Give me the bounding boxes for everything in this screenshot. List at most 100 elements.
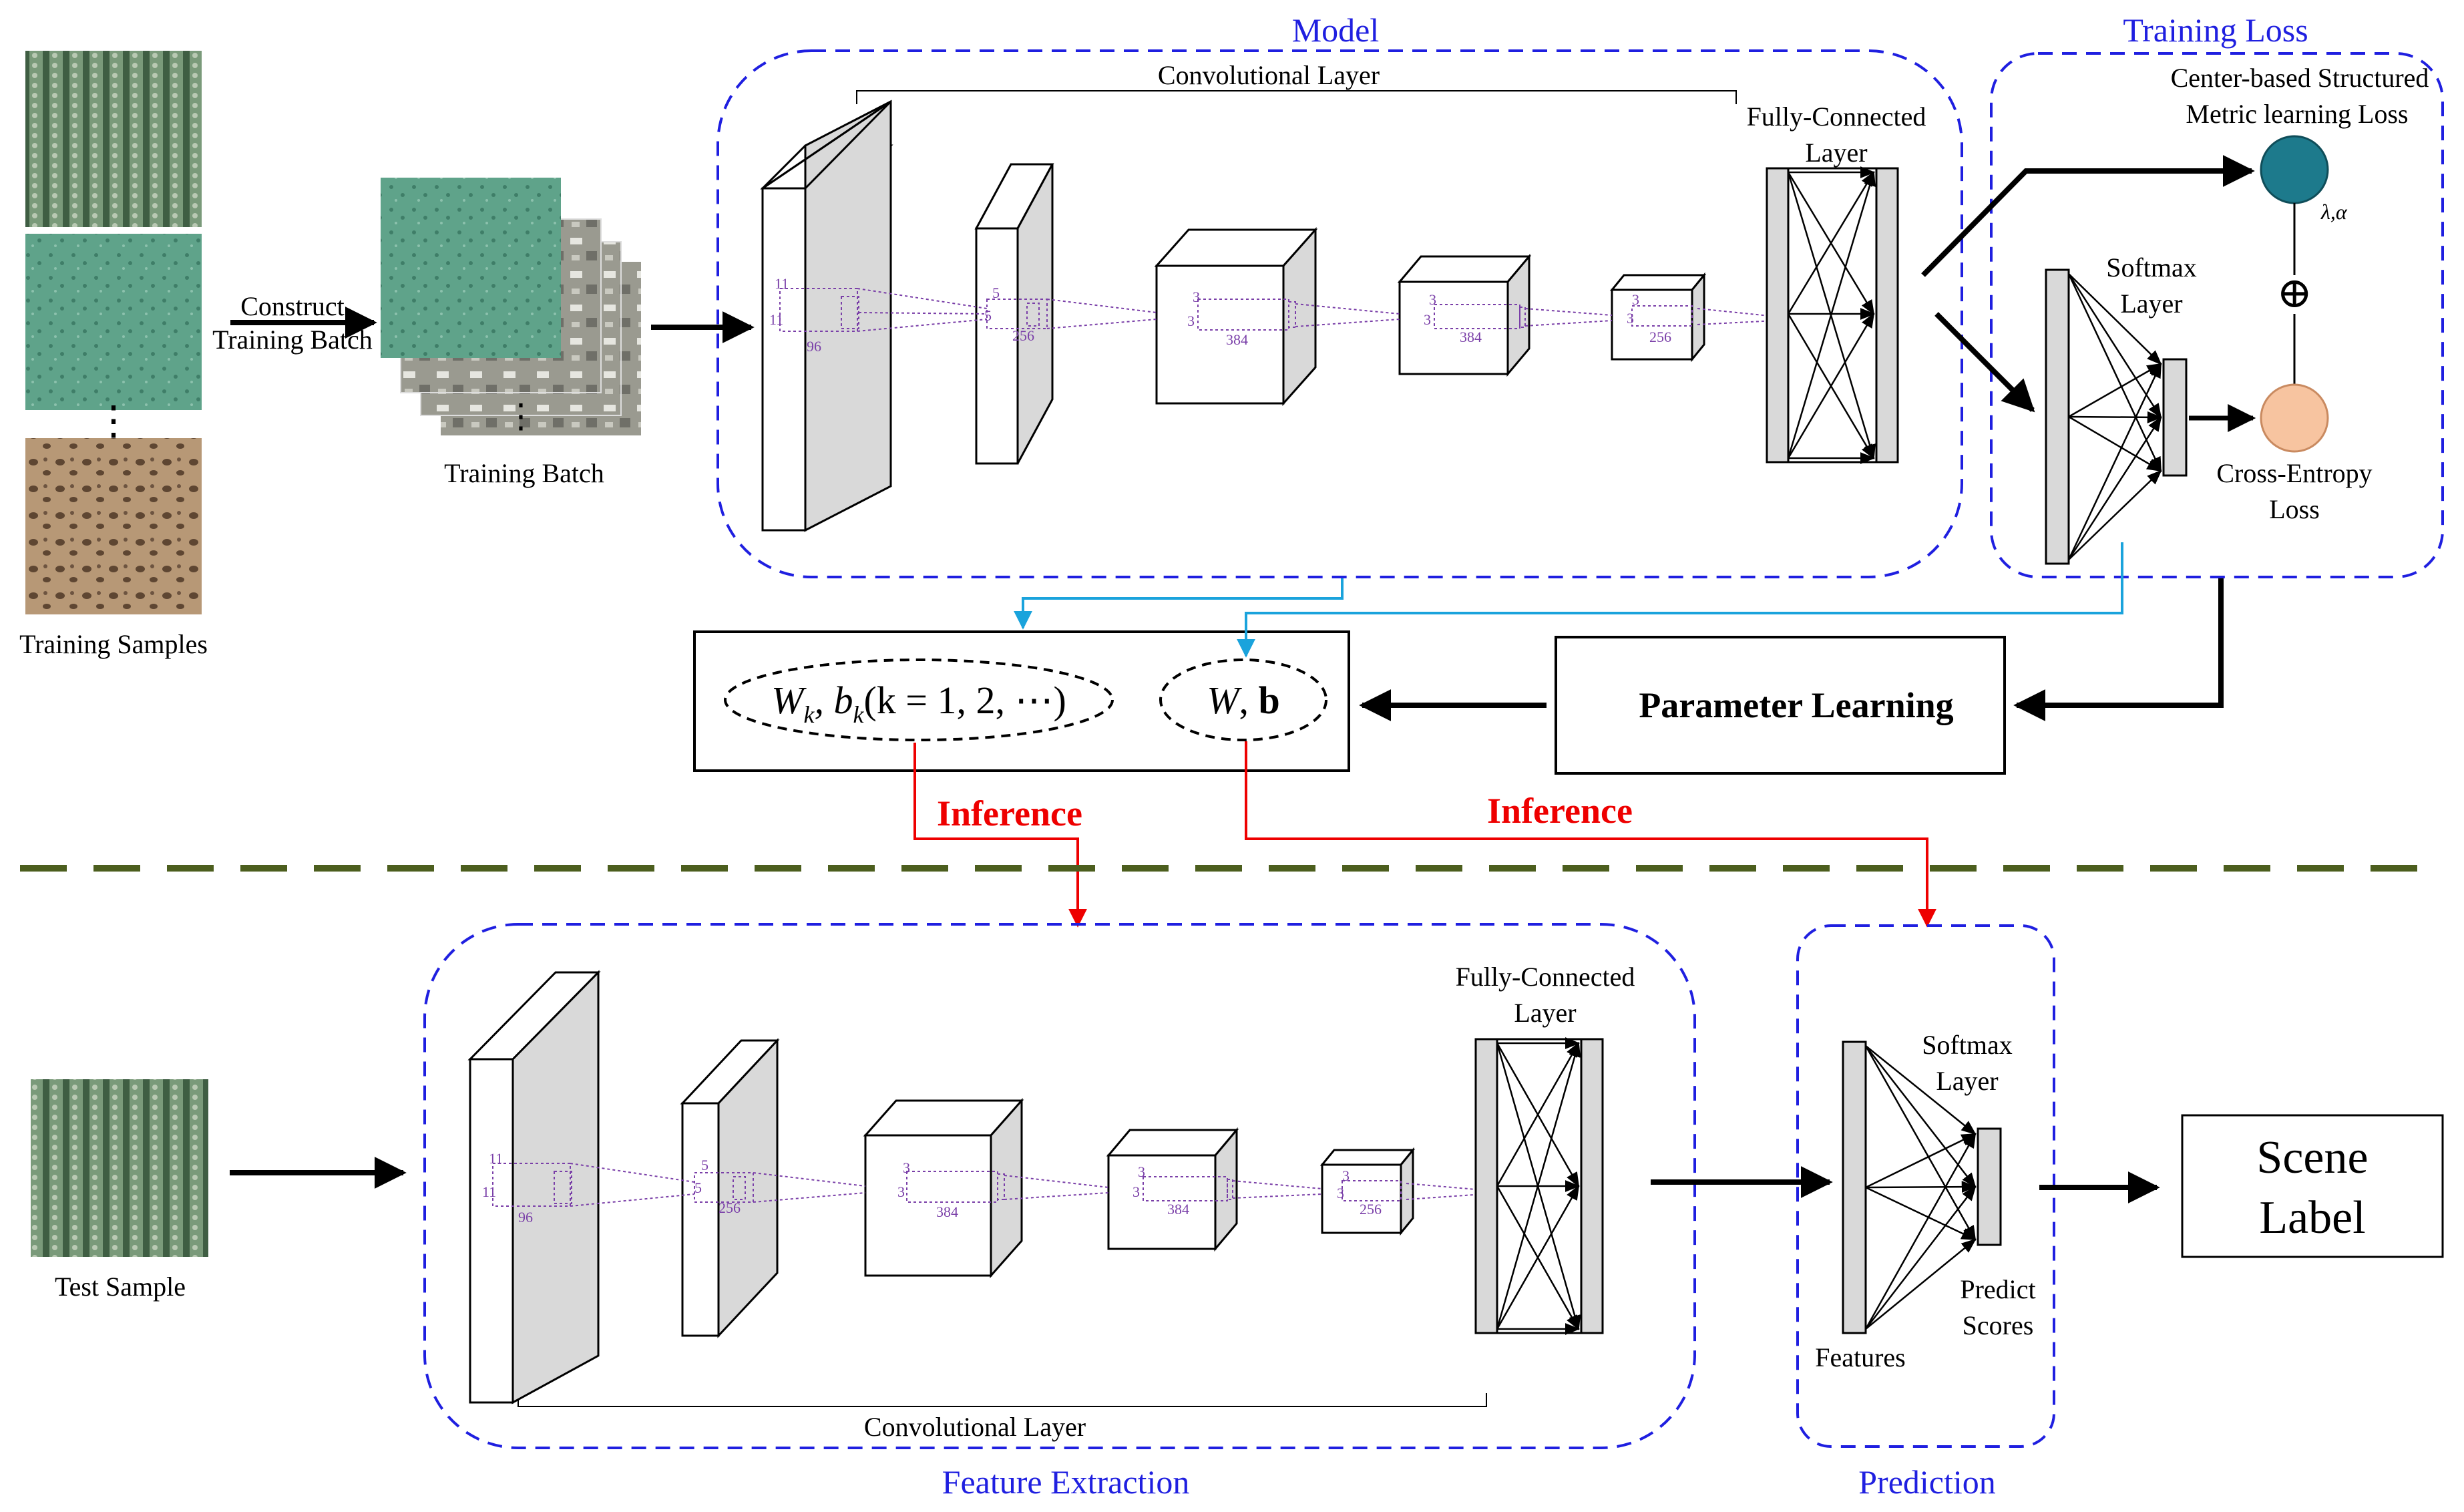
parameter-learning-box: Parameter Learning (1555, 636, 2006, 775)
pred-softmax-label-1: Softmax (1922, 1030, 2013, 1060)
test-conv-bracket (518, 1393, 1487, 1407)
conv-block-5 (1609, 272, 1707, 363)
construct-label: Construct (240, 291, 345, 321)
test-kernel-dim-labels: 11 11 96 5 5 256 3 3 384 3 3 384 3 3 256 (482, 1150, 1382, 1225)
w-b-formula: W, b (1207, 679, 1280, 722)
training-batch: ⋮ Training Batch (381, 178, 641, 488)
svg-text:Fully-Connected: Fully-Connected (1456, 962, 1635, 992)
training-loss-group: Training Loss Center-based Structured Me… (1990, 11, 2444, 578)
scores-layer (1977, 1127, 2002, 1246)
softmax-label-2: Layer (2120, 289, 2182, 319)
svg-text:3: 3 (1627, 310, 1634, 327)
scene-label-line-2: Label (2259, 1192, 2365, 1244)
conv-layer-label: Convolutional Layer (1158, 60, 1380, 90)
softmax-to-wb-cyan (1237, 542, 2123, 658)
svg-text:11: 11 (769, 311, 783, 328)
model-to-params-cyan (1014, 578, 1344, 630)
svg-text:Fully-Connected: Fully-Connected (1747, 102, 1926, 132)
kernel-dim-labels: 11 11 96 5 5 256 3 3 384 3 3 384 3 3 256 (769, 275, 1671, 355)
conv-layer-bracket (856, 90, 1737, 104)
training-loss-title: Training Loss (2123, 11, 2308, 49)
svg-text:3: 3 (1138, 1163, 1145, 1180)
prediction-group: Prediction Softmax Layer Features Predic… (1796, 924, 2055, 1501)
svg-text:11: 11 (489, 1150, 503, 1167)
fc-layer-top: Fully-Connected Layer (1747, 102, 1926, 464)
scene-label-line-1: Scene (2256, 1132, 2368, 1183)
svg-text:3: 3 (1337, 1185, 1344, 1201)
svg-text:96: 96 (518, 1209, 533, 1225)
test-conv-label: Convolutional Layer (864, 1412, 1086, 1442)
svg-text:3: 3 (897, 1183, 905, 1200)
inference-left-label: Inference (937, 793, 1082, 833)
w-b-ellipse (1159, 658, 1327, 741)
test-sample: Test Sample (31, 1079, 208, 1302)
training-sample-image-3 (25, 438, 202, 614)
svg-text:256: 256 (1360, 1201, 1382, 1217)
ce-label-2: Loss (2269, 494, 2320, 524)
center-loss-label-1: Center-based Structured (2171, 63, 2429, 93)
params-box: Wk, bk(k = 1, 2, ⋯) W, b (693, 630, 1350, 772)
test-conv-block-5 (1319, 1147, 1416, 1236)
svg-text:384: 384 (1167, 1201, 1189, 1217)
ce-label-1: Cross-Entropy (2216, 458, 2372, 488)
svg-text:3: 3 (1193, 289, 1200, 305)
center-loss-node (2260, 135, 2329, 204)
prediction-title: Prediction (1858, 1463, 1996, 1501)
svg-text:5: 5 (694, 1179, 702, 1196)
scene-label-box: Scene Label (2181, 1114, 2444, 1258)
training-samples-dots: ⋮ (93, 399, 134, 443)
svg-text:3: 3 (1429, 291, 1436, 308)
svg-text:3: 3 (1342, 1167, 1350, 1184)
fc-to-softmax-arrow (1934, 312, 2035, 413)
lambda-alpha-label: λ,α (2320, 200, 2348, 224)
batch-image-1 (381, 178, 561, 358)
model-group: Model Convolutional Layer (716, 11, 1963, 578)
test-sample-label: Test Sample (55, 1272, 186, 1302)
svg-text:3: 3 (1187, 313, 1195, 329)
prediction-connections (1864, 1045, 1977, 1330)
model-title: Model (1292, 11, 1380, 49)
training-loss-box (1990, 52, 2444, 578)
softmax-layer-top (2045, 268, 2188, 565)
svg-text:3: 3 (1133, 1183, 1140, 1200)
svg-text:384: 384 (1226, 331, 1248, 348)
svg-text:256: 256 (1012, 327, 1034, 344)
center-loss-label-2: Metric learning Loss (2186, 99, 2408, 129)
predict-scores-label-1: Predict (1960, 1274, 2035, 1304)
test-sample-image (31, 1079, 208, 1257)
conv-block-2 (974, 163, 1054, 465)
feature-extraction-title: Feature Extraction (942, 1463, 1190, 1501)
fc-layer-bottom: Fully-Connected Layer (1456, 962, 1635, 1335)
training-samples-label: Training Samples (19, 629, 208, 659)
svg-text:11: 11 (482, 1183, 496, 1200)
svg-text:256: 256 (718, 1199, 741, 1216)
conv-block-4 (1397, 253, 1532, 377)
test-conv-block-3 (863, 1098, 1024, 1278)
inference-right-label: Inference (1487, 791, 1633, 831)
parameter-learning-label: Parameter Learning (1639, 685, 1953, 725)
svg-text:5: 5 (701, 1157, 708, 1173)
training-batch-arrow-label: Training Batch (212, 325, 373, 355)
construct-arrow: Construct Training Batch (212, 291, 377, 355)
test-conv-block-4 (1106, 1127, 1239, 1252)
feature-extraction-box (423, 923, 1696, 1449)
feature-extraction-group: Feature Extraction Convolutional Layer (423, 923, 1696, 1501)
svg-text:Layer: Layer (1514, 998, 1576, 1028)
kernel-projections (779, 288, 1777, 332)
svg-text:3: 3 (903, 1159, 910, 1176)
training-batch-label: Training Batch (444, 458, 604, 488)
training-sample-image-2 (25, 234, 202, 410)
oplus-symbol: ⊕ (2276, 269, 2312, 317)
wk-bk-formula: Wk, bk(k = 1, 2, ⋯) (771, 679, 1066, 728)
inference-left-line (913, 743, 1087, 928)
pred-softmax-label-2: Layer (1936, 1066, 1998, 1096)
svg-text:256: 256 (1649, 329, 1671, 345)
wk-bk-ellipse (724, 658, 1114, 741)
test-kernel-projections (492, 1163, 1484, 1207)
svg-text:5: 5 (984, 307, 992, 324)
training-batch-dots: ⋮ (504, 397, 538, 435)
svg-text:384: 384 (936, 1203, 958, 1220)
features-layer (1842, 1041, 1867, 1334)
svg-text:3: 3 (1632, 291, 1639, 308)
svg-text:96: 96 (807, 338, 821, 355)
